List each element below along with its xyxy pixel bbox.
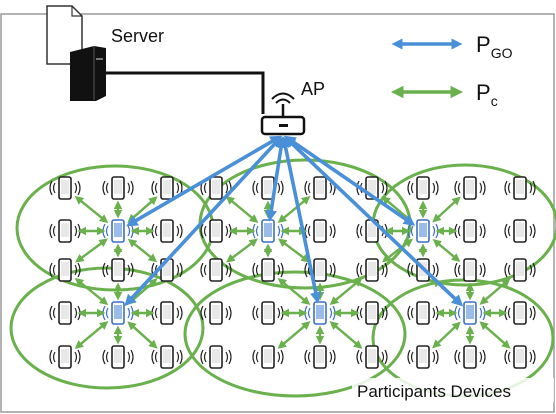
phone-icon (454, 219, 486, 243)
pc-link-arrow (277, 321, 311, 349)
phone-icon (407, 345, 439, 369)
group-owner-phone-icon (454, 301, 486, 325)
phone-icon (200, 219, 232, 243)
pc-link-arrow (75, 238, 108, 263)
group-owner-phone-icon (304, 301, 336, 325)
pc-link-arrow (277, 277, 311, 306)
ap-label: AP (301, 79, 325, 99)
phone-icon (49, 219, 81, 243)
phone-icon (252, 176, 284, 200)
pc-link-arrow (479, 278, 511, 305)
phone-icon (504, 301, 536, 325)
phone-icon (407, 176, 439, 200)
svg-text:Pc: Pc (476, 80, 498, 109)
server-label: Server (111, 26, 164, 46)
legend-pgo-sub: GO (491, 45, 513, 61)
pc-link-arrow (479, 321, 511, 349)
pgo-link-arrow (124, 136, 283, 307)
pc-link-arrow (278, 238, 310, 263)
pc-link-arrow (74, 277, 109, 306)
pc-link-arrow (225, 195, 259, 224)
participants-label: Participants Devices (357, 382, 511, 401)
cluster-bottom-left (9, 266, 205, 390)
phone-icon (102, 176, 134, 200)
pc-link-arrow (432, 196, 461, 223)
legend-pc-main: P (476, 80, 491, 105)
phone-icon (407, 301, 439, 325)
legend-pgo-main: P (476, 32, 491, 57)
phone-icon (200, 301, 232, 325)
phone-icon (504, 176, 536, 200)
phone-icon (252, 301, 284, 325)
group-owner-phone-icon (252, 219, 284, 243)
server-ap-cable (106, 71, 265, 114)
phone-icon (304, 219, 336, 243)
phone-icon (151, 219, 183, 243)
pc-link-arrow (127, 321, 158, 349)
pc-link-arrow (127, 278, 158, 305)
phone-icon (252, 258, 284, 282)
pgo-link-arrow (284, 135, 464, 307)
phone-icon (454, 258, 486, 282)
group-owner-phone-icon (102, 219, 134, 243)
phone-icon (200, 258, 232, 282)
group-owner-phone-icon (407, 219, 439, 243)
phone-icon (200, 345, 232, 369)
pgo-link-arrow (126, 135, 282, 227)
phone-icon (356, 345, 388, 369)
legend-pc-sub: c (491, 93, 498, 109)
pc-link-arrow (277, 195, 311, 224)
pgo-links (124, 135, 464, 307)
legend: PGO Pc (390, 32, 513, 109)
phone-icon (49, 345, 81, 369)
phone-icon (504, 345, 536, 369)
pc-link-arrow (226, 238, 258, 263)
group-owner-phone-icon (102, 301, 134, 325)
access-point-icon (260, 92, 306, 136)
pc-link-arrow (127, 238, 158, 263)
phone-icon (151, 301, 183, 325)
phone-icon (454, 176, 486, 200)
phone-icon (49, 176, 81, 200)
svg-text:PGO: PGO (476, 32, 513, 61)
phone-icon (49, 258, 81, 282)
phone-icon (454, 345, 486, 369)
phone-icon (49, 301, 81, 325)
phone-icon (304, 345, 336, 369)
pc-link-arrow (74, 321, 109, 349)
phone-icon (102, 345, 134, 369)
phone-icon (504, 258, 536, 282)
pc-link-arrow (432, 321, 461, 349)
pc-link-arrow (329, 321, 363, 349)
pc-link-arrow (432, 239, 461, 262)
phone-icon (151, 345, 183, 369)
phone-icon (504, 219, 536, 243)
phone-icon (252, 345, 284, 369)
pc-link-arrow (74, 195, 109, 224)
server-icon (46, 5, 106, 101)
